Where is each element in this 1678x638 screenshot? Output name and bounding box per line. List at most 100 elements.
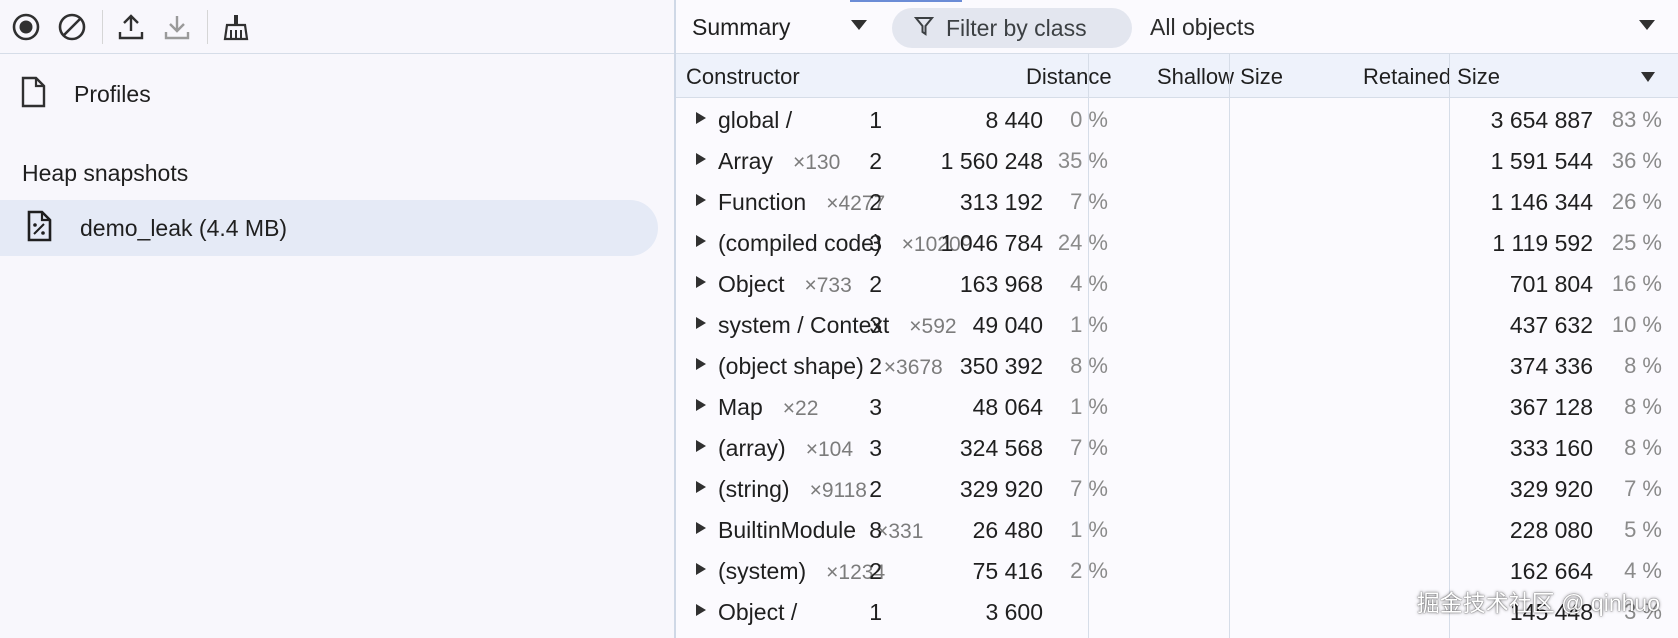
- sort-desc-icon[interactable]: [1640, 70, 1656, 88]
- constructor-label: system / Context: [718, 312, 890, 338]
- summary-toolbar: Summary Filter by class All objects: [676, 0, 1678, 54]
- clear-icon[interactable]: [54, 9, 90, 45]
- retained-size-value: 701 804: [1509, 271, 1593, 297]
- profiler-toolbar: [0, 0, 674, 54]
- expand-triangle-icon[interactable]: [695, 275, 707, 294]
- constructor-label: (array): [718, 435, 786, 461]
- instance-count: ×331: [876, 520, 924, 543]
- expand-triangle-icon[interactable]: [695, 357, 707, 376]
- retained-size-percent: 25 %: [1611, 230, 1662, 255]
- heap-summary-panel: Summary Filter by class All objects Cons…: [676, 0, 1678, 638]
- constructor-label: BuiltinModule: [718, 517, 857, 543]
- expand-triangle-icon[interactable]: [695, 152, 707, 171]
- objects-select[interactable]: All objects: [1150, 14, 1255, 40]
- distance-value: 3: [869, 435, 882, 461]
- column-divider: [1229, 54, 1230, 638]
- shallow-size-percent: 35 %: [1057, 148, 1108, 173]
- instance-count: ×4277: [826, 192, 886, 215]
- expand-triangle-icon[interactable]: [695, 562, 707, 581]
- profiles-label: Profiles: [74, 80, 151, 107]
- constructor-label: (system): [718, 558, 807, 584]
- snapshot-item[interactable]: demo_leak (4.4 MB): [0, 200, 658, 256]
- filter-icon: [913, 15, 935, 42]
- column-retained-size[interactable]: Retained Size: [1363, 64, 1500, 89]
- heap-snapshots-title: Heap snapshots: [22, 160, 189, 186]
- filter-by-class-input[interactable]: Filter by class: [892, 8, 1132, 48]
- shallow-size-value: 48 064: [972, 394, 1043, 420]
- distance-value: 2: [869, 271, 882, 297]
- constructor-name: Array×130: [718, 148, 840, 175]
- retained-size-percent: 26 %: [1611, 189, 1662, 214]
- retained-size-percent: 4 %: [1624, 558, 1662, 583]
- profiles-item[interactable]: Profiles: [20, 72, 151, 116]
- expand-triangle-icon[interactable]: [695, 480, 707, 499]
- constructor-label: (compiled code): [718, 230, 882, 256]
- record-icon[interactable]: [8, 9, 44, 45]
- constructor-label: (string): [718, 476, 790, 502]
- expand-triangle-icon[interactable]: [695, 234, 707, 253]
- instance-count: ×104: [805, 438, 854, 461]
- chevron-down-icon[interactable]: [850, 18, 868, 37]
- profiles-sidebar: Profiles Heap snapshots demo_leak (4.4 M…: [0, 0, 674, 638]
- constructor-name: (object shape)×3678: [718, 353, 943, 380]
- constructor-label: Function: [718, 189, 807, 215]
- download-icon[interactable]: [159, 9, 195, 45]
- column-constructor[interactable]: Constructor: [686, 64, 800, 89]
- upload-icon[interactable]: [113, 9, 149, 45]
- expand-triangle-icon[interactable]: [695, 603, 707, 622]
- instance-count: ×592: [909, 315, 957, 338]
- column-distance[interactable]: Distance: [1026, 64, 1112, 89]
- column-divider: [1088, 54, 1089, 638]
- shallow-size-value: 75 416: [972, 558, 1043, 584]
- expand-triangle-icon[interactable]: [695, 193, 707, 212]
- distance-value: 1: [869, 107, 882, 133]
- retained-size-value: 329 920: [1509, 476, 1593, 502]
- distance-value: 2: [869, 148, 882, 174]
- expand-triangle-icon[interactable]: [695, 398, 707, 417]
- column-shallow-size[interactable]: Shallow Size: [1157, 64, 1283, 89]
- retained-size-percent: 3 %: [1624, 599, 1662, 624]
- retained-size-percent: 16 %: [1611, 271, 1662, 296]
- retained-size-percent: 8 %: [1624, 435, 1662, 460]
- retained-size-percent: 7 %: [1624, 476, 1662, 501]
- shallow-size-percent: 1 %: [1070, 394, 1108, 419]
- panel-divider[interactable]: [674, 0, 676, 638]
- view-select[interactable]: Summary: [692, 14, 791, 40]
- shallow-size-value: 163 968: [959, 271, 1043, 297]
- retained-size-value: 228 080: [1509, 517, 1593, 543]
- shallow-size-value: 1 560 248: [940, 148, 1043, 174]
- retained-size-value: 1 591 544: [1490, 148, 1593, 174]
- tab-accent: [850, 0, 962, 2]
- retained-size-percent: 83 %: [1611, 107, 1662, 132]
- broom-icon[interactable]: [218, 9, 254, 45]
- constructor-name: global /: [718, 107, 812, 134]
- constructor-name: (array) ×104: [718, 435, 853, 462]
- expand-triangle-icon[interactable]: [695, 316, 707, 335]
- constructor-name: Object /: [718, 599, 817, 626]
- expand-triangle-icon[interactable]: [695, 521, 707, 540]
- distance-value: 2: [869, 189, 882, 215]
- constructor-name: system / Context ×592: [718, 312, 957, 339]
- chevron-down-icon[interactable]: [1638, 18, 1656, 37]
- shallow-size-value: 313 192: [959, 189, 1043, 215]
- shallow-size-value: 3 600: [985, 599, 1043, 625]
- expand-triangle-icon[interactable]: [695, 111, 707, 130]
- shallow-size-value: 329 920: [959, 476, 1043, 502]
- expand-triangle-icon[interactable]: [695, 439, 707, 458]
- constructor-name: Function ×4277: [718, 189, 885, 216]
- filter-placeholder: Filter by class: [946, 14, 1087, 41]
- snapshot-label: demo_leak (4.4 MB): [80, 214, 288, 241]
